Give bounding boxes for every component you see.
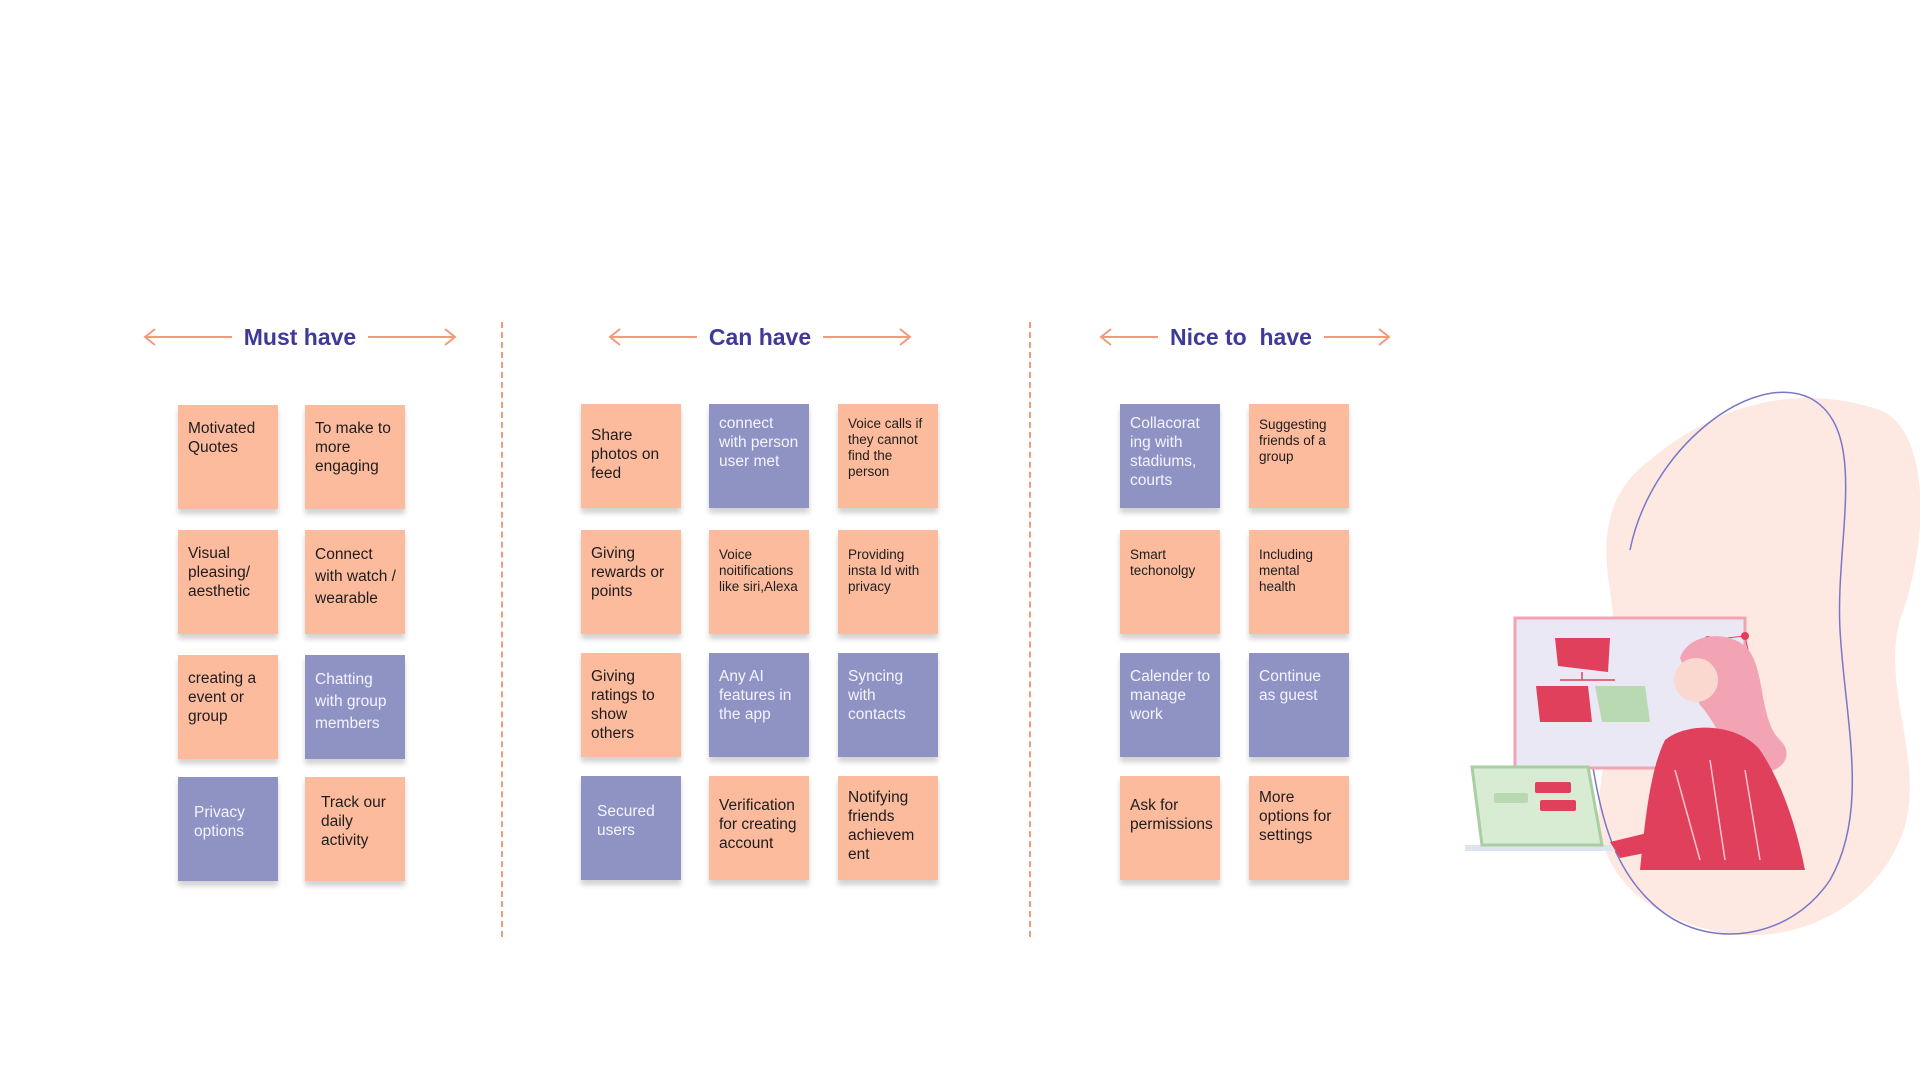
- sticky-note: Any AI features in the app: [709, 653, 809, 757]
- column-title: Can have: [708, 323, 812, 350]
- sticky-note: Continue as guest: [1249, 653, 1349, 757]
- sticky-note: Privacy options: [178, 777, 278, 881]
- sticky-note: Share photos on feed: [581, 404, 681, 508]
- sticky-note: Notifying friends achievem ent: [838, 776, 938, 880]
- sticky-note: Giving ratings to show others: [581, 653, 681, 757]
- sticky-note: Suggesting friends of a group: [1249, 404, 1349, 508]
- column-divider: [1029, 322, 1031, 937]
- laptop-screen: [1470, 765, 1604, 847]
- sticky-note: Track our daily activity: [305, 777, 405, 881]
- sticky-note: Connect with watch / wearable: [305, 530, 405, 634]
- arrow-right-icon: [368, 328, 457, 346]
- sticky-note: Chatting with group members: [305, 655, 405, 759]
- column-title: Must have: [243, 323, 357, 350]
- sticky-note: To make to more engaging: [305, 405, 405, 509]
- laptop-stand: [1465, 845, 1635, 851]
- column-header-nice-to-have: Nice to have: [1095, 322, 1395, 352]
- arrow-left-icon: [143, 328, 232, 346]
- sticky-note: Motivated Quotes: [178, 405, 278, 509]
- arrow-left-icon: [1099, 328, 1159, 346]
- sticky-note: Voice noitifications like siri,Alexa: [709, 530, 809, 634]
- sticky-note: Ask for permissions: [1120, 776, 1220, 880]
- arrow-right-icon: [823, 328, 912, 346]
- sticky-note: connect with person user met: [709, 404, 809, 508]
- sticky-note: More options for settings: [1249, 776, 1349, 880]
- arrow-right-icon: [1323, 328, 1391, 346]
- sticky-note: Voice calls if they cannot find the pers…: [838, 404, 938, 508]
- woman-presenting-flowchart-illustration: [1465, 391, 1920, 936]
- sticky-note: Including mental health: [1249, 530, 1349, 634]
- woman-head: [1674, 658, 1718, 702]
- sticky-note: Providing insta Id with privacy: [838, 530, 938, 634]
- woman-body: [1640, 727, 1805, 870]
- column-divider: [501, 322, 503, 937]
- sticky-note: Syncing with contacts: [838, 653, 938, 757]
- flowchart-shape-top: [1555, 638, 1610, 672]
- arrow-left-icon: [608, 328, 697, 346]
- sticky-note: creating a event or group: [178, 655, 278, 759]
- sticky-note: Calender to manage work: [1120, 653, 1220, 757]
- sticky-note: Collacorat ing with stadiums, courts: [1120, 404, 1220, 508]
- column-header-can-have: Can have: [600, 322, 920, 352]
- sticky-note: Visual pleasing/ aesthetic: [178, 530, 278, 634]
- sticky-note: Secured users: [581, 776, 681, 880]
- column-header-must-have: Must have: [140, 322, 460, 352]
- column-title: Nice to have: [1170, 323, 1312, 350]
- sticky-note: Smart techonolgy: [1120, 530, 1220, 634]
- outline-loop: [1589, 391, 1854, 935]
- flowchart-shape-right: [1595, 686, 1650, 722]
- flowchart-shape-left: [1536, 686, 1592, 722]
- sticky-note: Giving rewards or points: [581, 530, 681, 634]
- sticky-note: Verification for creating account: [709, 776, 809, 880]
